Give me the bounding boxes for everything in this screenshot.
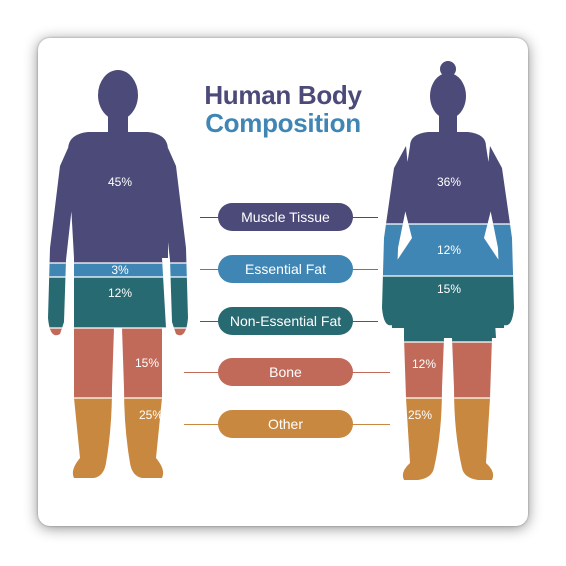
female-other-band <box>382 398 514 480</box>
legend-other: Other <box>218 410 353 438</box>
female-essential-fat-pct: 12% <box>436 243 462 257</box>
female-non-essential-fat-band <box>382 276 514 342</box>
female-body-figure <box>382 61 514 480</box>
male-essential-fat-pct: 3% <box>111 263 129 277</box>
legend-non-essential-fat: Non-Essential Fat <box>218 307 353 335</box>
infographic-card: Human Body Composition 45% 3% 12% 15% 25… <box>38 38 528 526</box>
female-other-pct: 25% <box>407 408 433 422</box>
female-muscle-pct: 36% <box>436 175 462 189</box>
male-other-pct: 25% <box>138 408 164 422</box>
male-bone-pct: 15% <box>134 356 160 370</box>
legend-muscle-tissue: Muscle Tissue <box>218 203 353 231</box>
male-muscle-pct: 45% <box>107 175 133 189</box>
title-line-2: Composition <box>205 108 361 138</box>
title-line-1: Human Body <box>204 80 362 110</box>
male-essential-fat-band <box>48 263 188 277</box>
male-body-figure <box>48 70 188 478</box>
female-bone-pct: 12% <box>411 357 437 371</box>
male-non-essential-fat-pct: 12% <box>107 286 133 300</box>
legend-bone: Bone <box>218 358 353 386</box>
legend-essential-fat: Essential Fat <box>218 255 353 283</box>
female-bone-band <box>382 342 514 398</box>
female-non-essential-fat-pct: 15% <box>436 282 462 296</box>
